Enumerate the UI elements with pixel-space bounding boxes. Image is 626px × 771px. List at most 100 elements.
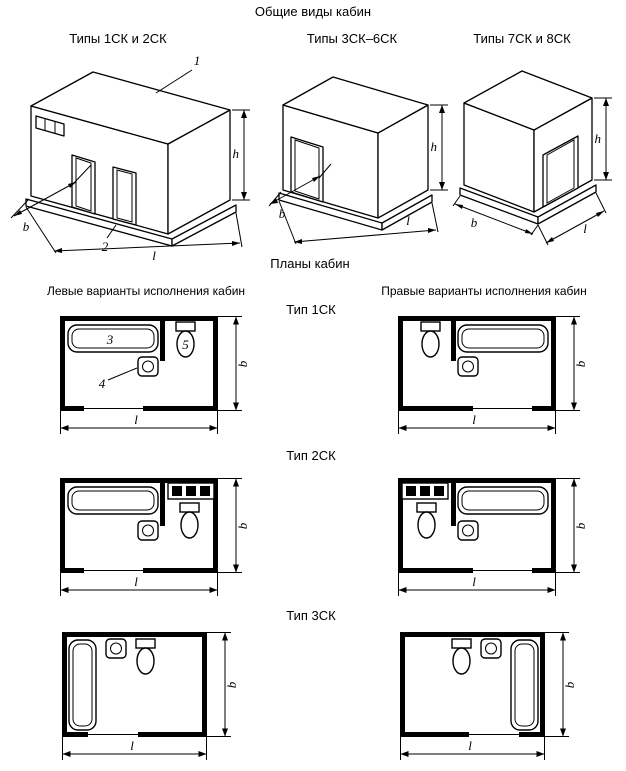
dimension-h: h <box>594 97 612 181</box>
dim-b-label: b <box>573 522 588 529</box>
toilet <box>135 638 156 675</box>
caption-types-3sk-6sk: Типы 3СК–6СК <box>306 31 398 46</box>
dim-b-label: b <box>562 681 577 688</box>
toilet <box>416 502 437 539</box>
dimension-l: l <box>537 192 607 246</box>
callout-2-label: 2 <box>102 239 109 254</box>
door-opening <box>71 154 137 226</box>
general-view-1sk-2sk: 1 2 h b l <box>10 53 250 263</box>
callout-1-label: 1 <box>194 53 201 68</box>
washbasin <box>457 356 479 377</box>
callout-4-label: 4 <box>99 376 106 391</box>
title-plans: Планы кабин <box>270 256 350 271</box>
walls <box>60 478 218 573</box>
type-label-1sk: Тип 1СК <box>286 302 336 317</box>
walls <box>62 632 207 737</box>
plan-3sk-left: b l <box>62 632 239 760</box>
type-label-2sk: Тип 2СК <box>286 448 336 463</box>
dim-l-label: l <box>152 248 156 263</box>
header-right-variants: Правые варианты исполнения кабин <box>381 284 587 298</box>
dim-l-label: l <box>134 574 138 589</box>
dimension-h: h <box>232 109 250 201</box>
dim-b-label: b <box>471 215 478 230</box>
partition-wall <box>451 483 456 526</box>
header-left-variants: Левые варианты исполнения кабин <box>46 284 246 298</box>
dim-b-label: b <box>573 360 588 367</box>
general-view-3sk-6sk: h b l <box>268 76 448 245</box>
ventilation-block <box>401 482 449 500</box>
callout-2: 2 <box>102 224 117 254</box>
dimension-l: l <box>400 737 545 760</box>
dimension-l: l <box>62 737 207 760</box>
plan-2sk-right: b l <box>398 478 588 596</box>
dim-h-label: h <box>431 139 438 154</box>
dimension-h: h <box>430 104 448 191</box>
bathtub <box>68 639 97 731</box>
cabin-base <box>459 184 597 225</box>
bathtub <box>510 639 539 731</box>
bathtub <box>457 486 549 515</box>
walls <box>398 316 556 411</box>
general-view-7sk-8sk: h b l <box>452 70 612 246</box>
dimension-b: b <box>207 632 239 737</box>
dimension-b: b <box>556 478 588 573</box>
plan-1sk-right: b l <box>398 316 588 434</box>
toilet: 5 <box>175 321 196 358</box>
bathtub <box>67 486 159 515</box>
dim-b-label: b <box>235 522 250 529</box>
callout-5-label: 5 <box>182 337 189 352</box>
dimension-l: l <box>60 411 218 434</box>
callout-1: 1 <box>155 53 201 94</box>
cabin-base <box>25 198 237 247</box>
partition-wall <box>160 483 165 526</box>
dim-b-label: b <box>23 219 30 234</box>
ventilation-panel <box>35 115 65 137</box>
ventilation-block <box>167 482 215 500</box>
dimension-b: b <box>452 195 539 236</box>
washbasin <box>137 520 159 541</box>
dim-b-label: b <box>235 360 250 367</box>
dim-h-label: h <box>233 146 240 161</box>
dimension-l: l <box>25 206 243 263</box>
type-label-3sk: Тип 3СК <box>286 608 336 623</box>
dim-l-label: l <box>406 213 410 228</box>
washbasin <box>105 638 127 659</box>
dimension-l: l <box>398 573 556 596</box>
door-opening <box>542 135 579 208</box>
toilet <box>451 638 472 675</box>
cabin-base <box>278 192 433 231</box>
dimension-b: b <box>10 164 92 234</box>
walls <box>60 316 218 411</box>
toilet <box>179 502 200 539</box>
callout-3-label: 3 <box>106 332 114 347</box>
washbasin: 4 <box>99 356 159 391</box>
partition-wall <box>160 321 165 361</box>
plan-3sk-right: b l <box>400 632 577 760</box>
dim-l-label: l <box>468 738 472 753</box>
dim-b-label: b <box>279 206 286 221</box>
dimension-b: b <box>268 163 332 221</box>
dimension-l: l <box>278 200 439 245</box>
bathtub <box>457 324 549 353</box>
dim-l-label: l <box>130 738 134 753</box>
caption-types-7sk-8sk: Типы 7СК и 8СК <box>473 31 571 46</box>
bathtub: 3 <box>67 324 159 353</box>
dimension-b: b <box>545 632 577 737</box>
title-general-views: Общие виды кабин <box>254 4 372 19</box>
dim-l-label: l <box>472 412 476 427</box>
door-opening <box>290 136 324 203</box>
partition-wall <box>451 321 456 361</box>
dim-h-label: h <box>595 131 602 146</box>
dim-l-label: l <box>583 221 587 236</box>
dimension-l: l <box>398 411 556 434</box>
walls <box>398 478 556 573</box>
toilet <box>420 321 441 358</box>
plan-2sk-left: b l <box>60 478 250 596</box>
dim-l-label: l <box>134 412 138 427</box>
washbasin <box>457 520 479 541</box>
dimension-b: b <box>218 316 250 411</box>
walls <box>400 632 545 737</box>
plan-1sk-left: 3 4 5 b l <box>60 316 250 434</box>
dim-l-label: l <box>472 574 476 589</box>
